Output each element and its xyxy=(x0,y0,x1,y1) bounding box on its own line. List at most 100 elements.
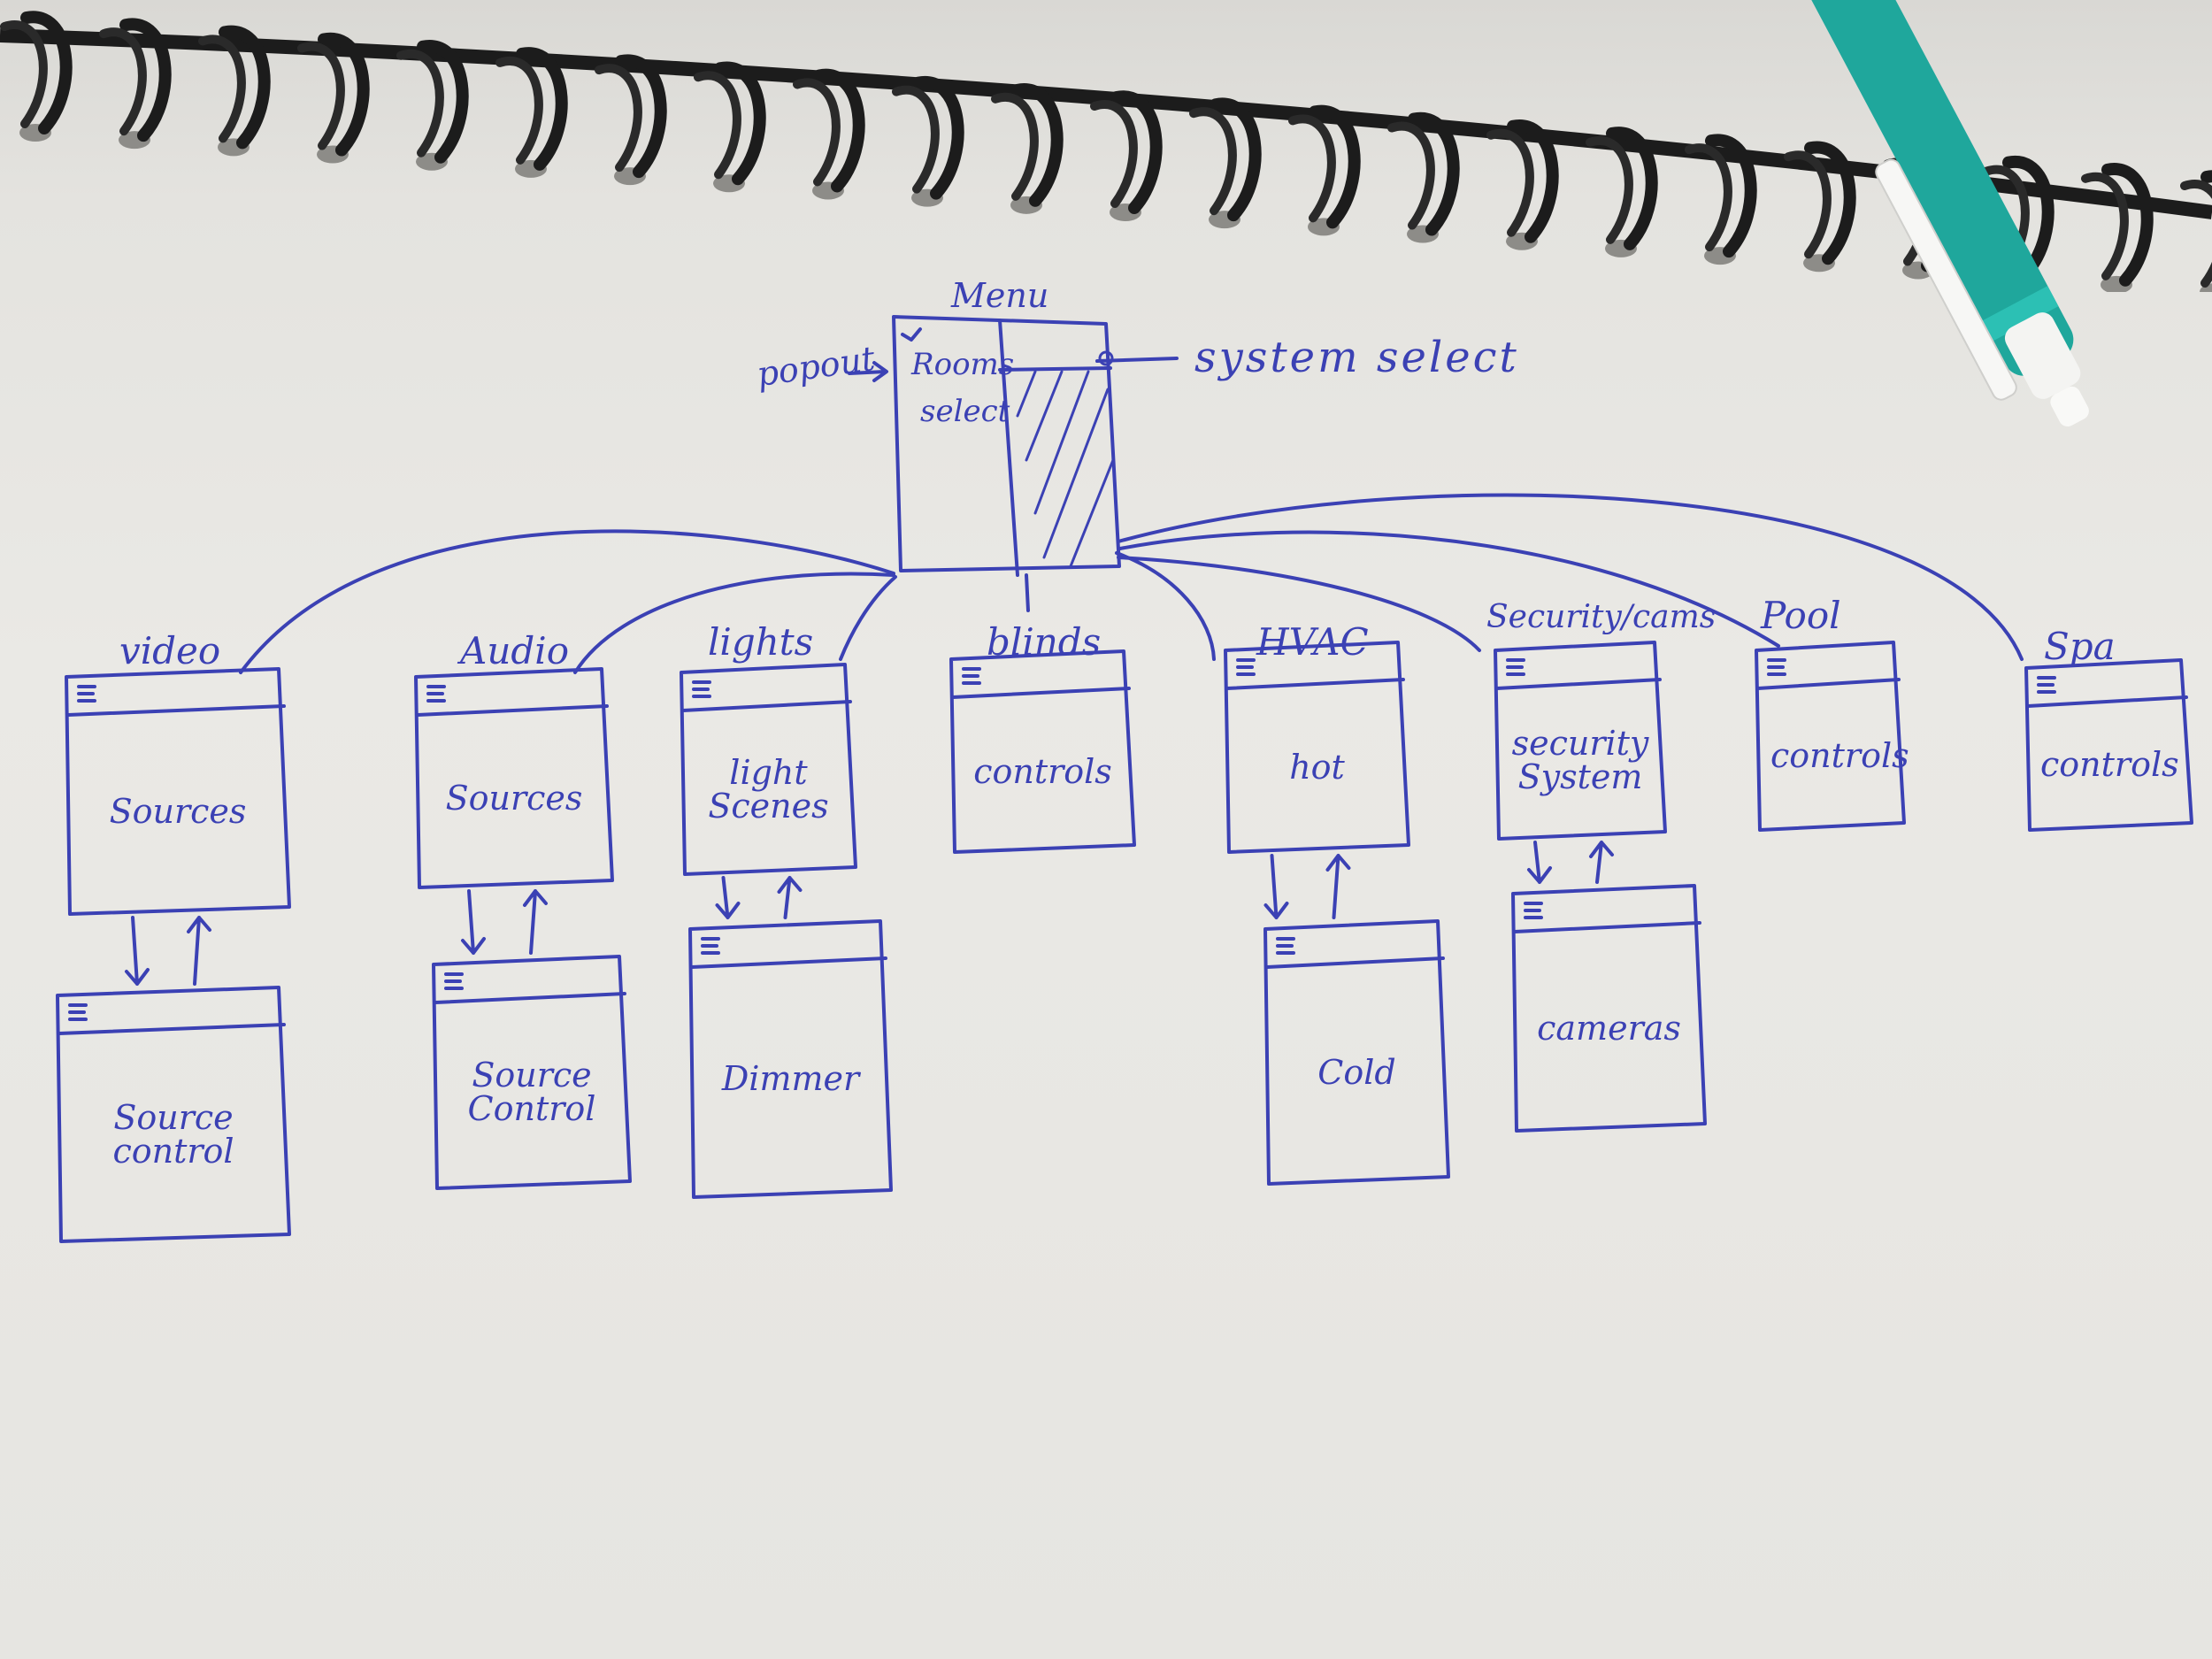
spiral-coil xyxy=(615,54,667,179)
spiral-coil xyxy=(417,40,469,164)
screen-box-header-divider xyxy=(416,704,609,717)
spiral-coil xyxy=(1784,150,1832,259)
spiral-coil xyxy=(516,47,568,171)
arrow-down-icon xyxy=(125,916,150,986)
sub-screen-box-frame xyxy=(1511,884,1707,1133)
screen-title: blinds xyxy=(987,620,1102,664)
system-select-pointer-icon xyxy=(1098,350,1114,366)
screen-title: Spa xyxy=(2044,625,2116,668)
spiral-coil xyxy=(595,64,642,173)
spiral-coil xyxy=(1387,121,1435,230)
pen-body xyxy=(1806,0,2074,376)
sub-screen-box-frame xyxy=(688,919,893,1199)
screen-content-label: security System xyxy=(1511,724,1649,796)
spiral-coil xyxy=(198,35,246,143)
screen-box-frame xyxy=(414,667,614,889)
hamburger-icon xyxy=(1236,658,1256,676)
spiral-coil xyxy=(1309,104,1361,229)
spiral-coil xyxy=(694,71,741,180)
screen-box-frame xyxy=(1224,641,1410,854)
arrow-up-icon xyxy=(1589,841,1614,884)
spiral-binding xyxy=(0,11,2212,292)
spiral-coil xyxy=(912,75,964,200)
screen-box-frame xyxy=(680,663,857,876)
spiral-coil xyxy=(1408,111,1460,236)
spiral-coil xyxy=(1210,97,1262,222)
screen-title: lights xyxy=(708,620,814,664)
pen-tip xyxy=(2050,386,2089,426)
screen-content-label: hot xyxy=(1289,747,1345,787)
hamburger-icon xyxy=(962,667,981,685)
hamburger-icon xyxy=(77,685,96,703)
hamburger-icon xyxy=(1506,658,1525,676)
menu-title: Menu xyxy=(951,276,1049,315)
sub-screen-content-label: Source Control xyxy=(467,1056,596,1128)
screen-box-frame xyxy=(2024,658,2193,832)
hamburger-icon xyxy=(68,1003,88,1021)
hamburger-icon xyxy=(2037,676,2056,694)
arrow-down-icon xyxy=(1527,841,1552,884)
arrow-up-icon xyxy=(523,889,548,955)
sub-screen-box-header-divider xyxy=(434,992,626,1004)
screen-box-header-divider xyxy=(1225,678,1405,690)
hamburger-icon xyxy=(1524,902,1543,919)
spiral-coil xyxy=(1705,134,1757,258)
spiral-coil xyxy=(99,27,147,136)
spiral-coil xyxy=(1507,119,1559,243)
screen-content-label: controls xyxy=(2040,745,2179,784)
screen-box-header-divider xyxy=(66,704,286,717)
hamburger-icon xyxy=(426,685,446,703)
arrow-down-icon xyxy=(715,876,741,919)
hamburger-icon xyxy=(444,972,464,990)
menu-connectors xyxy=(239,493,2024,674)
spiral-coil xyxy=(2081,172,2129,280)
arrow-up-icon xyxy=(187,916,211,986)
screen-box-frame xyxy=(949,649,1136,854)
screen-box-header-divider xyxy=(2026,695,2188,708)
spiral-coil xyxy=(20,11,73,134)
sub-screen-content-label: Dimmer xyxy=(721,1059,860,1098)
hamburger-icon xyxy=(1276,937,1295,955)
spiral-coil xyxy=(0,20,48,128)
pen-band xyxy=(1982,286,2059,342)
sub-screen-content-label: cameras xyxy=(1537,1008,1681,1048)
spiral-coil xyxy=(714,61,766,186)
sub-screen-box-header-divider xyxy=(1265,956,1445,969)
spiral-coil xyxy=(1110,90,1163,214)
screen-content-label: Sources xyxy=(445,778,583,818)
sub-screen-box-header-divider xyxy=(58,1023,286,1035)
screen-content-label: controls xyxy=(1770,736,1909,775)
spiral-coil xyxy=(892,85,940,194)
screen-content-label: light Scenes xyxy=(708,752,829,826)
sub-screen-content-label: Source control xyxy=(112,1097,234,1171)
arrow-down-icon xyxy=(1263,854,1289,919)
spiral-coil xyxy=(1804,141,1856,265)
menu-panel xyxy=(892,315,1121,577)
system-select-label: system select xyxy=(1194,333,1519,382)
spiral-coil xyxy=(813,68,865,193)
spiral-coil xyxy=(1606,127,1658,250)
sub-screen-box-frame xyxy=(1263,919,1450,1186)
pen-cap xyxy=(2004,312,2081,399)
spiral-coil xyxy=(297,42,345,150)
screen-box-header-divider xyxy=(1756,678,1901,690)
screen-content-label: controls xyxy=(973,751,1112,791)
screen-title: HVAC xyxy=(1256,620,1369,664)
spiral-coil xyxy=(1189,107,1237,216)
spiral-coil xyxy=(318,32,370,157)
spiral-coil xyxy=(1586,136,1633,244)
spiral-coil xyxy=(1288,114,1336,223)
sub-screen-box-header-divider xyxy=(1513,921,1701,933)
spiral-coil xyxy=(793,78,841,187)
arrow-up-icon xyxy=(1325,854,1351,919)
checkmark-icon xyxy=(901,327,922,342)
screen-box-header-divider xyxy=(681,700,852,712)
spiral-coil xyxy=(1685,143,1732,252)
sub-screen-box-frame xyxy=(432,955,632,1190)
hamburger-icon xyxy=(1767,658,1786,676)
spiral-coil xyxy=(2002,155,2055,280)
sub-screen-box-header-divider xyxy=(690,956,887,969)
popout-arrow-icon xyxy=(848,361,888,382)
